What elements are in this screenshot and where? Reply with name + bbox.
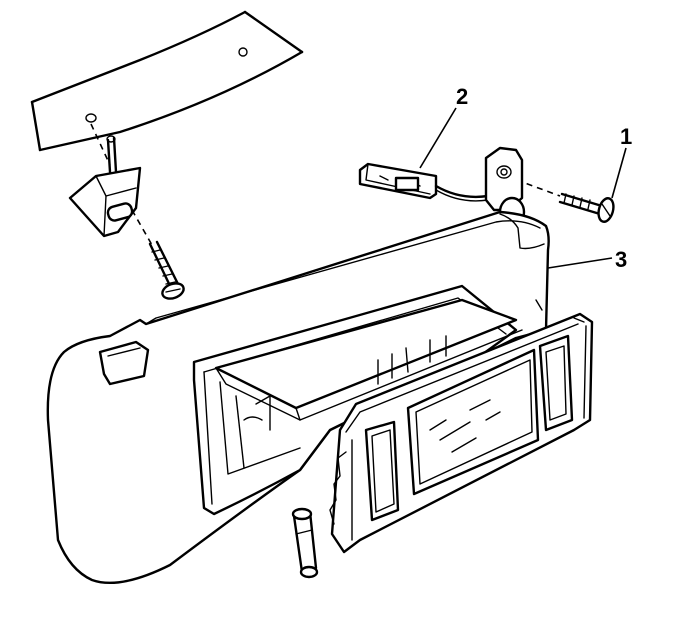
callout-label-2: 2 [456,84,468,109]
screw-1 [558,192,615,223]
callout-label-3: 3 [615,247,627,272]
mirror-glass [406,348,540,496]
mirror-assembly [329,312,594,554]
headliner-panel [30,10,304,152]
lamp-lens-right [538,334,574,432]
callout-1: 1 [611,124,632,199]
vanity-recess [192,284,523,516]
callout-label-1: 1 [620,124,632,149]
lamp-lens-left [364,420,400,522]
headliner-hole [238,47,248,57]
mounting-pin [291,507,319,579]
mounting-bracket [68,135,142,238]
alignment-lines [90,123,561,246]
lamp-connector [358,162,490,202]
callout-3: 3 [547,247,627,272]
callout-2: 2 [419,84,468,169]
bracket-screw [148,240,185,300]
headliner-hole [85,113,97,123]
